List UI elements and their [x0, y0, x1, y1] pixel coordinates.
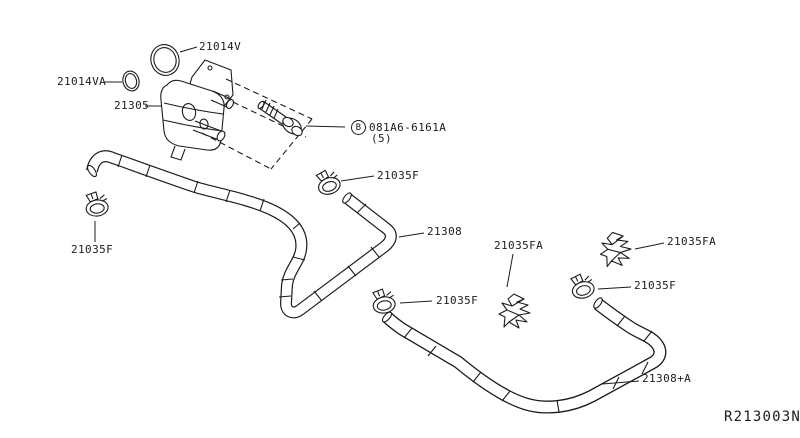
callout-clip-right: 21035FA [667, 235, 717, 248]
upper-hose-end-cap [342, 192, 352, 204]
oring-large-drawing [150, 44, 180, 76]
retainer-clip-icon [597, 229, 634, 269]
upper-hose-end-cap [86, 164, 98, 178]
callout-clamp-right: 21035F [634, 279, 677, 292]
callout-clamp-top-middle: 21035F [377, 169, 420, 182]
diagram-reference-code: R213003N [724, 409, 800, 425]
callout-clip-center: 21035FA [494, 239, 544, 252]
callout-clamp-left: 21035F [71, 243, 114, 256]
upper-hose-drawing [86, 150, 397, 319]
callout-bolt: B 081A6-6161A [351, 120, 446, 135]
callout-hose-lower: 21308+A [642, 372, 692, 385]
callout-oring-small: 21014VA [57, 75, 107, 88]
lower-hose-joint-marks [403, 315, 653, 413]
hose-clamp-icon [83, 190, 110, 218]
projection-dashed-lines [201, 78, 313, 170]
callout-oil-cooler: 21305 [114, 99, 150, 112]
upper-hose-joint-marks [117, 154, 380, 302]
oil-cooler-drawing [160, 59, 235, 161]
leader-lines [94, 46, 665, 385]
callout-hose-upper: 21308 [427, 225, 463, 238]
oring-small-drawing [122, 70, 140, 92]
lower-hose-end-cap [593, 297, 603, 309]
bolt-prefix-badge: B [351, 120, 366, 135]
retainer-clip-icon [498, 293, 531, 329]
lower-hose-end-cap [381, 311, 393, 323]
hose-clamp-icon [313, 166, 343, 198]
bolt-part-number: 081A6-6161A [369, 120, 447, 134]
hose-clamp-icon [370, 286, 397, 316]
lower-hose-drawing [381, 297, 667, 414]
callout-bolt-qty: (5) [371, 132, 393, 145]
hose-clamp-icon [567, 271, 597, 302]
bolt-drawing [257, 99, 303, 137]
callout-clamp-center: 21035F [436, 294, 479, 307]
callout-oring-large: 21014V [199, 40, 242, 53]
